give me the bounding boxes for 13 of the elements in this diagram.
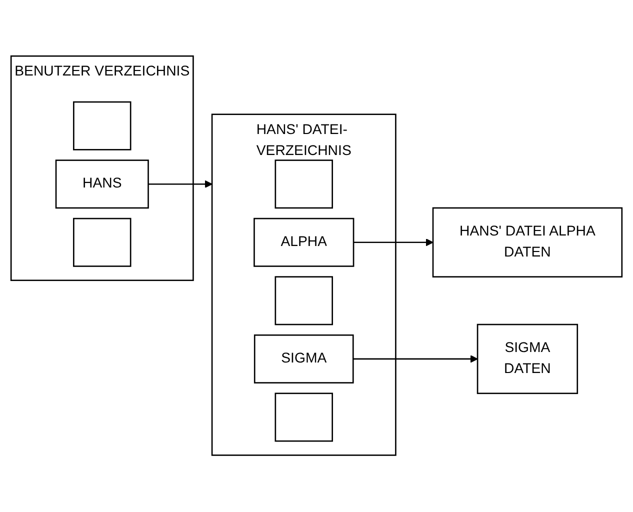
arrow [148, 180, 212, 188]
node-box [274, 160, 333, 209]
node-box [274, 276, 333, 326]
node-box: HANS' DATEI ALPHA DATEN [432, 208, 623, 278]
node-box: SIGMA [254, 334, 354, 384]
node-box: HANS [55, 160, 149, 209]
node-box [274, 393, 333, 442]
node-box: ALPHA [254, 218, 354, 268]
node-box [73, 218, 132, 268]
node-box [73, 102, 132, 151]
node-box: SIGMA DATEN [476, 324, 578, 394]
arrow [352, 355, 478, 364]
arrow [352, 238, 434, 247]
